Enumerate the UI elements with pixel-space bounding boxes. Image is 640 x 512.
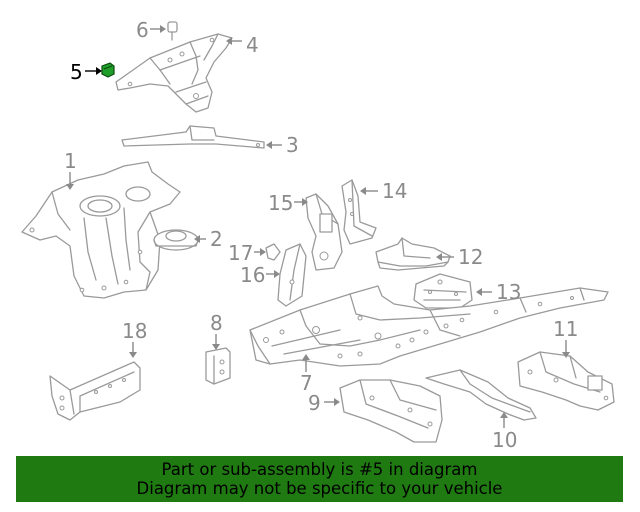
callout-1-label: 1 bbox=[64, 149, 77, 173]
banner-line-disclaimer: Diagram may not be specific to your vehi… bbox=[136, 479, 503, 498]
callout-3-label: 3 bbox=[286, 133, 299, 157]
callout-10-arrow bbox=[500, 412, 508, 418]
part-18 bbox=[49, 361, 141, 421]
part-9 bbox=[339, 379, 443, 443]
part-5 bbox=[101, 62, 115, 78]
part-4 bbox=[115, 33, 233, 113]
part-17 bbox=[265, 243, 281, 261]
callout-7-arrow bbox=[302, 354, 310, 360]
callouts: 1 2 3 4 5 6 7 8 9 10 bbox=[64, 18, 578, 452]
callout-6-arrow bbox=[160, 25, 166, 33]
part-7 bbox=[249, 285, 609, 367]
part-1 bbox=[21, 161, 181, 299]
callout-5-arrow bbox=[96, 67, 102, 75]
callout-9-label: 9 bbox=[308, 391, 321, 415]
part-14 bbox=[341, 179, 377, 245]
callout-4-label: 4 bbox=[246, 33, 259, 57]
callout-7-label: 7 bbox=[300, 371, 313, 395]
part-16 bbox=[277, 243, 307, 307]
part-13 bbox=[413, 273, 473, 309]
callout-17-label: 17 bbox=[228, 241, 253, 265]
callout-15-label: 15 bbox=[268, 191, 293, 215]
callout-16-label: 16 bbox=[240, 263, 265, 287]
callout-17-arrow bbox=[260, 248, 266, 256]
callout-12-arrow bbox=[436, 253, 442, 261]
info-banner: Part or sub-assembly is #5 in diagram Di… bbox=[16, 456, 623, 502]
callout-11-label: 11 bbox=[553, 317, 578, 341]
callout-16-arrow bbox=[274, 270, 280, 278]
callout-10-label: 10 bbox=[492, 428, 517, 452]
part-6 bbox=[167, 21, 178, 41]
callout-2-arrow bbox=[194, 235, 200, 243]
callout-18-arrow bbox=[129, 352, 137, 358]
callout-8-label: 8 bbox=[210, 311, 223, 335]
part-8 bbox=[205, 347, 231, 385]
part-12 bbox=[375, 237, 451, 271]
callout-2-label: 2 bbox=[210, 227, 223, 251]
callout-18-label: 18 bbox=[122, 319, 147, 343]
callout-14-arrow bbox=[360, 187, 366, 195]
callout-13-label: 13 bbox=[496, 280, 521, 304]
callout-3-arrow bbox=[266, 141, 272, 149]
callout-15-arrow bbox=[302, 198, 308, 206]
callout-12-label: 12 bbox=[458, 245, 483, 269]
part-3 bbox=[121, 125, 265, 149]
callout-1-arrow bbox=[66, 184, 74, 190]
callout-9-arrow bbox=[334, 398, 340, 406]
callout-8-arrow bbox=[212, 344, 220, 350]
parts-diagram: 1 2 3 4 5 6 7 8 9 10 bbox=[21, 18, 615, 452]
part-15 bbox=[305, 193, 343, 271]
banner-line-part: Part or sub-assembly is #5 in diagram bbox=[161, 460, 478, 479]
callout-6-label: 6 bbox=[136, 18, 149, 42]
part-11 bbox=[517, 351, 615, 411]
callout-4-arrow bbox=[226, 37, 232, 45]
callout-5-label: 5 bbox=[70, 60, 83, 84]
part-2 bbox=[153, 229, 199, 251]
callout-13-arrow bbox=[476, 288, 482, 296]
part-10 bbox=[425, 369, 537, 421]
callout-14-label: 14 bbox=[382, 179, 407, 203]
callout-11-arrow bbox=[562, 352, 570, 358]
